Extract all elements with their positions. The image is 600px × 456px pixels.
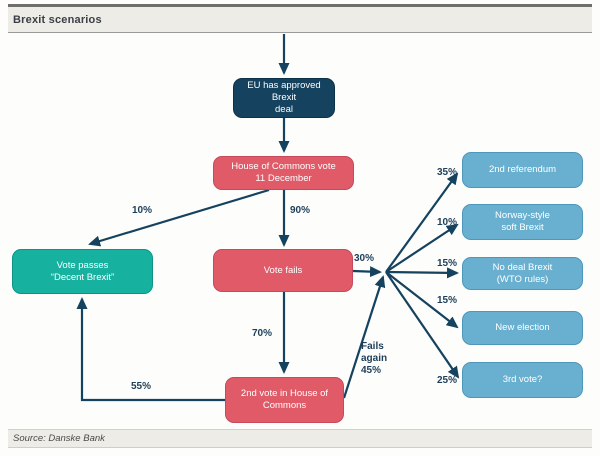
edge-label-30pct: 30% [354, 253, 375, 264]
edge-label-fails-again-45pct: Fails again 45% [361, 341, 388, 376]
node-no-deal: No deal Brexit (WTO rules) [462, 257, 583, 290]
node-vote-passes: Vote passes “Decent Brexit” [12, 249, 153, 294]
node-hoc-vote: House of Commons vote 11 December [213, 156, 354, 190]
edge-label-70pct: 70% [251, 328, 272, 339]
edge-label-55pct: 55% [130, 381, 151, 392]
arrow-fan-to-nodeal [385, 267, 459, 279]
node-norway-style: Norway-style soft Brexit [462, 204, 583, 240]
node-second-vote: 2nd vote in House of Commons [225, 377, 344, 423]
arrow-2ndvote-to-fan [342, 275, 386, 399]
node-second-referendum: 2nd referendum [462, 152, 583, 188]
node-new-election: New election [462, 311, 583, 345]
node-third-vote: 3rd vote? [462, 362, 583, 398]
arrow-hoc-to-votepasses [88, 188, 270, 247]
header: Brexit scenarios [8, 7, 592, 33]
node-vote-fails: Vote fails [213, 249, 353, 292]
edge-label-25pct: 25% [436, 375, 457, 386]
arrow-votefails-to-fan [352, 266, 382, 278]
top-rule [8, 4, 592, 7]
edge-label-10pct-passes: 10% [131, 205, 152, 216]
footer: Source: Danske Bank [8, 429, 592, 448]
edge-label-35pct: 35% [436, 167, 457, 178]
node-eu-approved: EU has approved Brexit deal [233, 78, 335, 118]
source-note: Source: Danske Bank [13, 433, 105, 444]
edge-label-15pct-election: 15% [436, 295, 457, 306]
edge-label-10pct-norway: 10% [436, 217, 457, 228]
edge-label-90pct: 90% [290, 205, 311, 216]
page-title: Brexit scenarios [13, 14, 102, 26]
edge-label-15pct-nodeal: 15% [436, 258, 457, 269]
